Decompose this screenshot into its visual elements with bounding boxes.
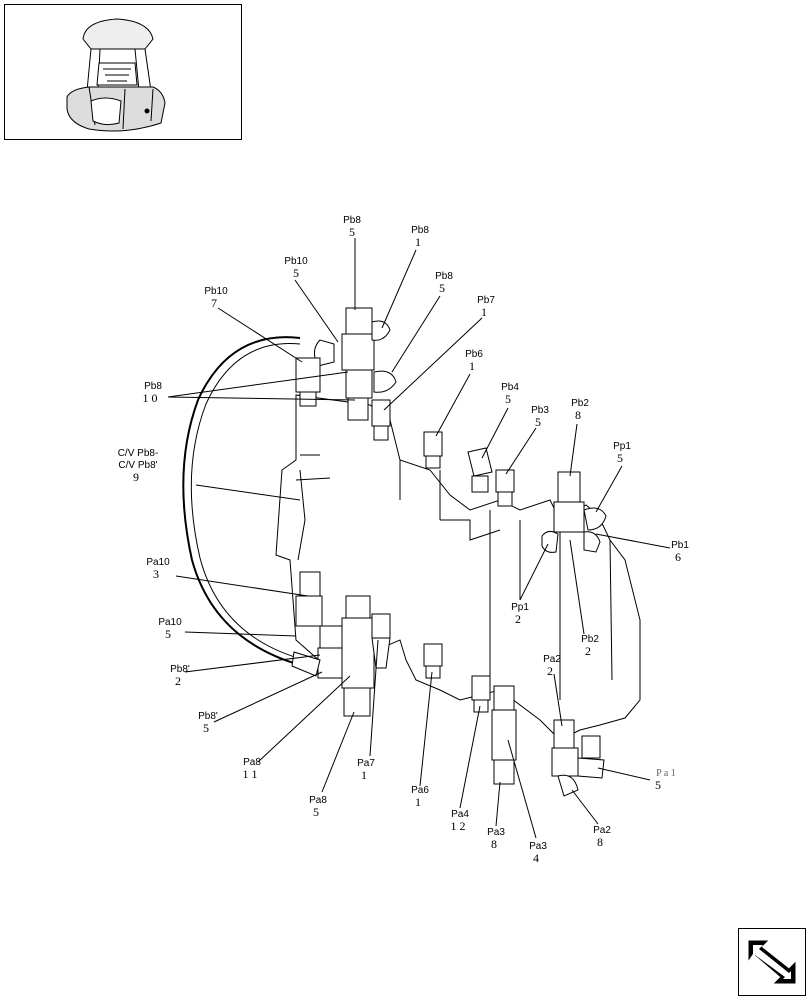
hose-cv-pb8 <box>182 336 301 666</box>
callout-code-line2: C/V Pb8' <box>118 460 157 471</box>
callout-number: 5 <box>655 778 661 792</box>
callout-number: 6 <box>675 550 681 564</box>
leader-lines <box>167 238 671 839</box>
callout-number: 5 <box>165 627 171 641</box>
fitting-pa10 <box>299 571 321 597</box>
callout-labels: Pb8 5 Pb8 1 Pb10 5 Pb8 5 Pb10 7 Pb7 1 Pb… <box>118 215 690 865</box>
callout-number: 9 <box>133 470 139 484</box>
fitting-pb7 <box>371 399 391 427</box>
callout-number: 2 <box>175 674 181 688</box>
control-valve-body <box>275 394 641 741</box>
callout-number: 7 <box>211 296 217 310</box>
fitting-pa2-top <box>553 719 575 749</box>
callout-code: Pb10 <box>204 286 228 297</box>
callout-number: 5 <box>439 281 445 295</box>
fitting-pa7 <box>371 613 391 639</box>
callout-number: 5 <box>203 721 209 735</box>
callout-code: Pa3 <box>529 841 547 852</box>
callout-code: Pb1 <box>671 540 689 551</box>
callout-code: Pb8 <box>435 271 453 282</box>
callout-number: 1 <box>481 305 487 319</box>
callout-number: 5 <box>349 225 355 239</box>
callout-code: P a 1 <box>656 768 676 779</box>
fitting-pb4 <box>467 447 493 477</box>
fitting-pp1 <box>583 507 607 531</box>
callout-code: Pa3 <box>487 827 505 838</box>
callout-code: Pb7 <box>477 295 495 306</box>
callout-code: Pa4 <box>451 809 469 820</box>
callout-code: Pa7 <box>357 758 375 769</box>
callout-code: Pp1 <box>511 602 529 613</box>
callout-code: Pb4 <box>501 382 519 393</box>
callout-code: Pb3 <box>531 405 549 416</box>
callout-number: 8 <box>575 408 581 422</box>
fitting-pa4 <box>471 675 491 701</box>
fitting-pb10 <box>295 357 321 393</box>
machine-thumbnail <box>4 4 242 140</box>
callout-code: Pb8' <box>198 711 218 722</box>
callout-code: Pb8' <box>170 664 190 675</box>
callout-code: Pa10 <box>146 557 170 568</box>
callout-number: 4 <box>533 851 539 865</box>
callout-code: C/V Pb8- <box>118 448 159 459</box>
callout-number: 5 <box>535 415 541 429</box>
callout-number: 1 <box>415 795 421 809</box>
callout-code: Pb8 <box>411 225 429 236</box>
callout-number: 2 <box>515 612 521 626</box>
callout-code: Pa8 <box>243 757 261 768</box>
callout-number: 8 <box>597 835 603 849</box>
callout-code: Pb2 <box>581 634 599 645</box>
fitting-pb8-top <box>345 307 373 335</box>
fitting-pa3 <box>493 685 515 711</box>
callout-code: Pp1 <box>613 441 631 452</box>
excavator-cab-icon <box>66 18 166 132</box>
callout-number: 1 0 <box>143 391 158 405</box>
callout-code: Pa2 <box>543 654 561 665</box>
callout-number: 1 <box>415 235 421 249</box>
callout-code: Pa2 <box>593 825 611 836</box>
callout-code: Pa6 <box>411 785 429 796</box>
callout-number: 5 <box>505 392 511 406</box>
callout-number: 2 <box>547 664 553 678</box>
callout-number: 1 <box>361 768 367 782</box>
callout-code: Pb10 <box>284 256 308 267</box>
callout-number: 1 2 <box>451 819 466 833</box>
fitting-pa1 <box>577 757 605 779</box>
next-page-button[interactable] <box>738 928 806 996</box>
callout-number: 5 <box>293 266 299 280</box>
callout-code: Pb2 <box>571 398 589 409</box>
callout-code: Pb8 <box>343 215 361 226</box>
callout-number: 5 <box>617 451 623 465</box>
callout-number: 2 <box>585 644 591 658</box>
callout-number: 1 <box>469 359 475 373</box>
callout-number: 3 <box>153 567 159 581</box>
fitting-pa6 <box>423 643 443 667</box>
callout-code: Pb8 <box>144 381 162 392</box>
fitting-pa8 <box>345 595 371 619</box>
callout-number: 5 <box>313 805 319 819</box>
fitting-pb3 <box>495 469 515 493</box>
arrow-icon <box>748 940 796 984</box>
callout-code: Pa10 <box>158 617 182 628</box>
callout-number: 8 <box>491 837 497 851</box>
callout-code: Pb6 <box>465 349 483 360</box>
fitting-pb6 <box>423 431 443 457</box>
callout-code: Pa8 <box>309 795 327 806</box>
fitting-pb2 <box>557 471 581 503</box>
callout-number: 1 1 <box>243 767 258 781</box>
